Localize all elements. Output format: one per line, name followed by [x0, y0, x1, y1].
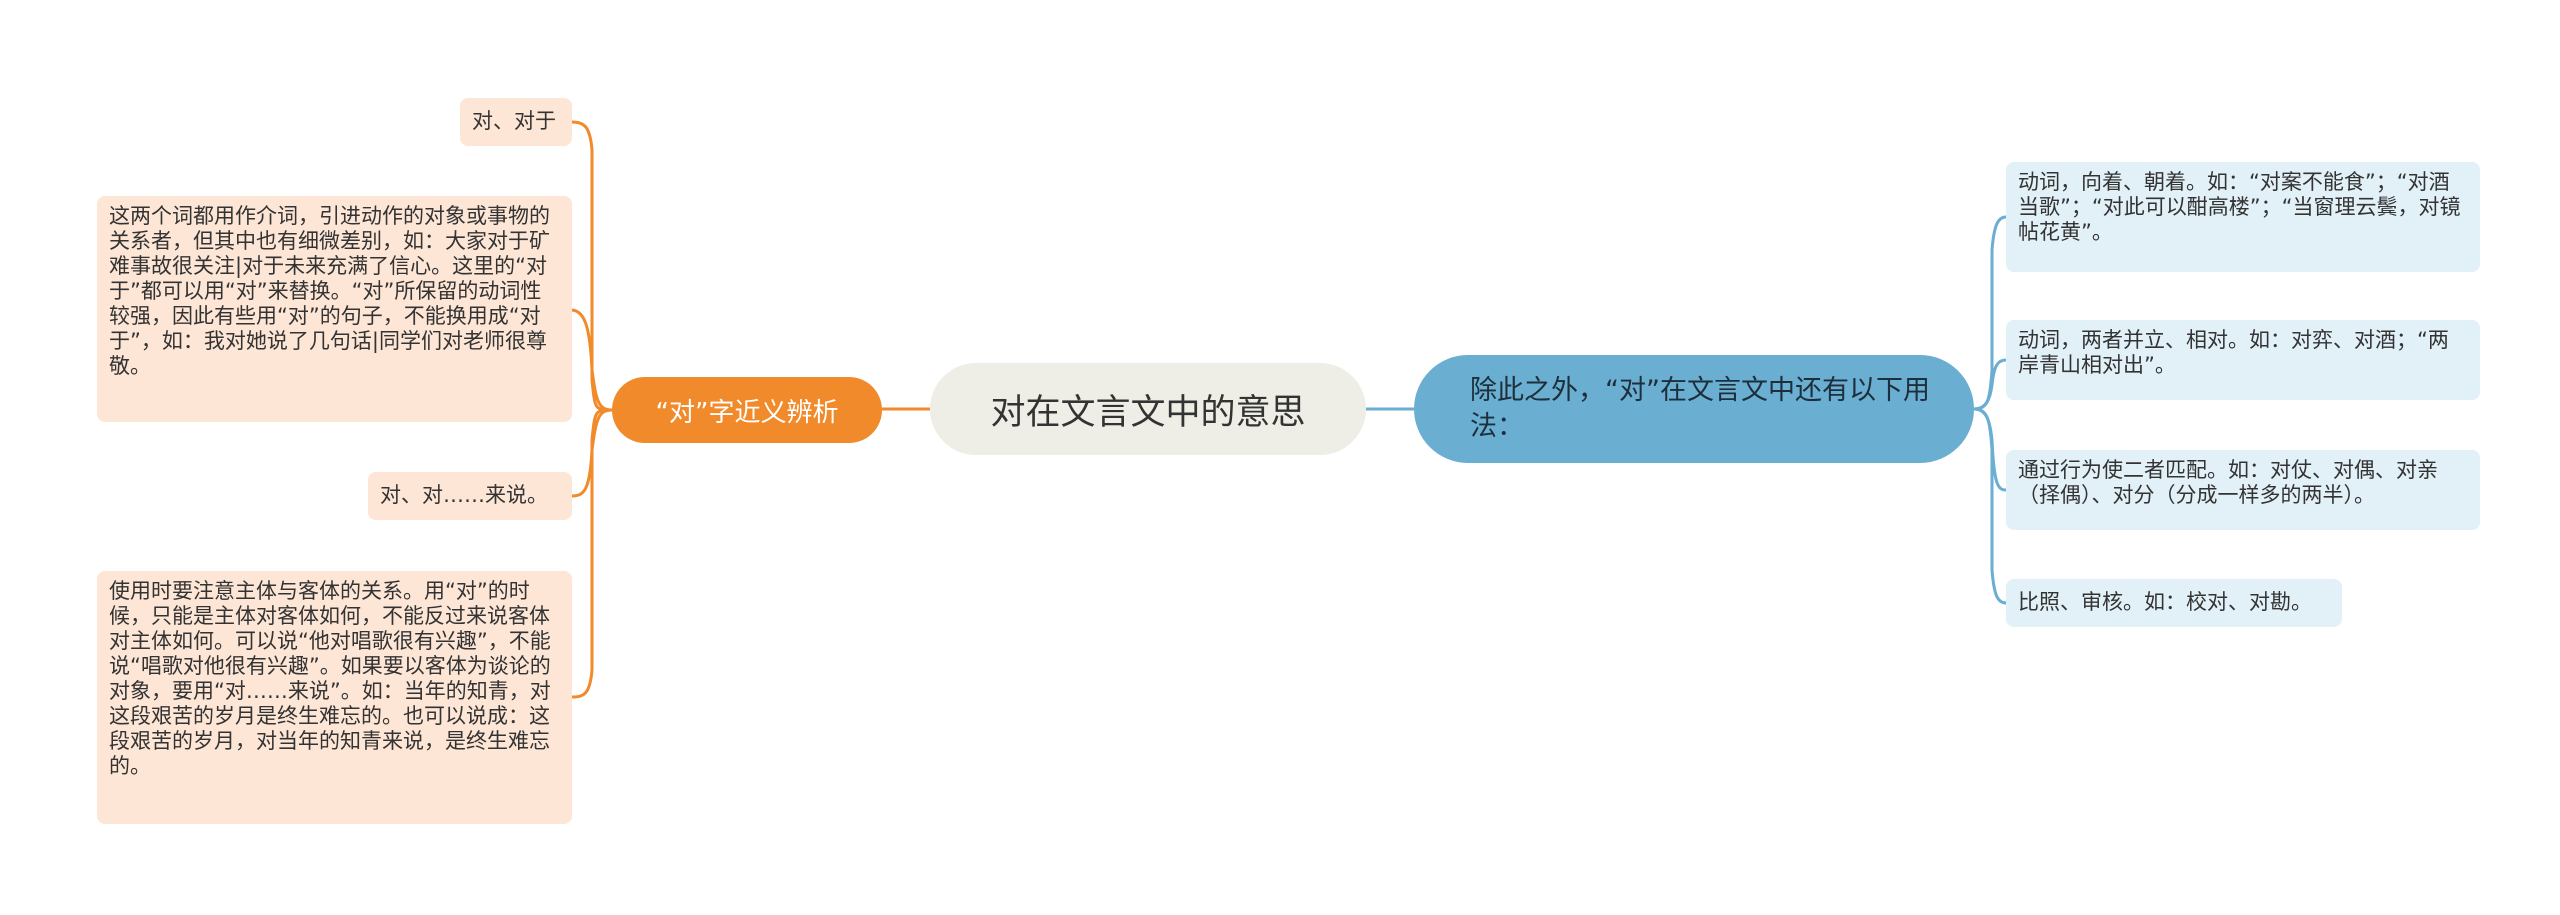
right-link-2	[1973, 358, 2007, 411]
right-link-4	[1973, 407, 2007, 605]
branch-other-usages[interactable]: 除此之外，“对”在文言文中还有以下用法：	[1414, 355, 1974, 463]
left-leaf-3-text: 对、对……来说。	[380, 483, 548, 507]
right-leaf-4-text: 比照、审核。如：校对、对勘。	[2018, 590, 2312, 614]
left-leaf-1[interactable]: 对、对于	[460, 98, 572, 146]
right-leaf-2[interactable]: 动词，两者并立、相对。如：对弈、对酒；“两岸青山相对出”。	[2006, 320, 2480, 400]
right-leaf-3[interactable]: 通过行为使二者匹配。如：对仗、对偶、对亲（择偶）、对分（分成一样多的两半）。	[2006, 450, 2480, 530]
right-leaf-3-text: 通过行为使二者匹配。如：对仗、对偶、对亲（择偶）、对分（分成一样多的两半）。	[2018, 458, 2438, 507]
branch-synonym-distinction[interactable]: “对”字近义辨析	[612, 377, 882, 443]
left-leaf-4-text: 使用时要注意主体与客体的关系。用“对”的时候，只能是主体对客体如何，不能反过来说…	[109, 579, 551, 778]
left-link-1	[571, 120, 613, 412]
left-link-2	[571, 308, 613, 412]
left-leaf-2-text: 这两个词都用作介词，引进动作的对象或事物的关系者，但其中也有细微差别，如：大家对…	[109, 204, 550, 378]
branch-synonym-distinction-label: “对”字近义辨析	[655, 397, 839, 428]
branch-other-usages-label: 除此之外，“对”在文言文中还有以下用法：	[1470, 375, 1930, 442]
left-leaf-3[interactable]: 对、对……来说。	[368, 472, 572, 520]
right-link-1	[1973, 215, 2007, 411]
root-topic-label: 对在文言文中的意思	[990, 392, 1306, 433]
right-leaf-2-text: 动词，两者并立、相对。如：对弈、对酒；“两岸青山相对出”。	[2018, 328, 2449, 377]
left-leaf-2[interactable]: 这两个词都用作介词，引进动作的对象或事物的关系者，但其中也有细微差别，如：大家对…	[97, 196, 572, 422]
left-leaf-1-text: 对、对于	[472, 109, 556, 133]
left-link-4	[571, 408, 613, 699]
right-link-3	[1973, 407, 2007, 492]
left-leaf-4[interactable]: 使用时要注意主体与客体的关系。用“对”的时候，只能是主体对客体如何，不能反过来说…	[97, 571, 572, 824]
right-leaf-1-text: 动词，向着、朝着。如：“对案不能食”；“对酒当歌”；“对此可以酣高楼”；“当窗理…	[2018, 170, 2461, 244]
right-leaf-1[interactable]: 动词，向着、朝着。如：“对案不能食”；“对酒当歌”；“对此可以酣高楼”；“当窗理…	[2006, 162, 2480, 272]
right-leaf-4[interactable]: 比照、审核。如：校对、对勘。	[2006, 579, 2342, 627]
root-topic[interactable]: 对在文言文中的意思	[930, 363, 1366, 455]
